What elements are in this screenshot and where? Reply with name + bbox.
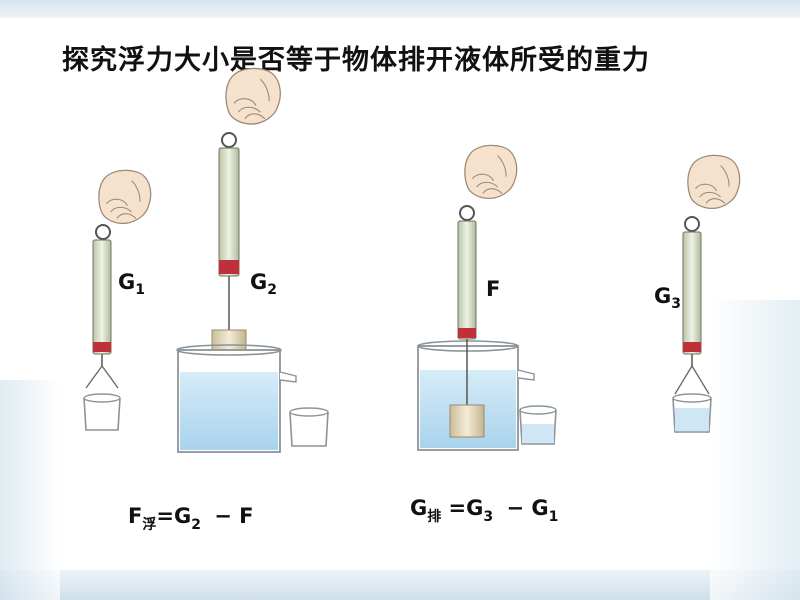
slide-title: 探究浮力大小是否等于物体排开液体所受的重力 xyxy=(62,45,650,76)
scale-stripe xyxy=(458,328,476,338)
catch-cup-water xyxy=(522,424,554,443)
scale-ring xyxy=(95,224,111,240)
spout xyxy=(279,371,297,383)
setup-object-submerged xyxy=(417,144,557,451)
spring-scale xyxy=(92,239,112,355)
cup-hanger xyxy=(85,365,119,389)
small-cup xyxy=(83,397,121,431)
setup-object-weighed xyxy=(176,67,329,453)
spring-scale xyxy=(682,231,702,355)
background-left-decoration xyxy=(0,380,60,600)
scale-ring xyxy=(684,216,700,232)
label-f: F xyxy=(486,277,501,301)
beaker-water xyxy=(180,372,278,450)
hand-icon xyxy=(225,67,281,125)
background-top-band xyxy=(0,0,800,18)
spring-scale xyxy=(218,147,240,277)
hand-icon xyxy=(687,154,741,210)
test-object xyxy=(449,404,485,438)
formula-buoyancy: F浮=G2 − F xyxy=(128,504,254,533)
scale-stripe xyxy=(93,342,111,352)
hand-icon xyxy=(464,144,518,200)
cup-water xyxy=(675,408,709,431)
scale-stripe xyxy=(683,342,701,352)
formula-displaced-weight: G排 =G3 − G1 xyxy=(410,496,559,525)
label-g3: G3 xyxy=(654,284,681,312)
hand-icon xyxy=(98,169,152,225)
scale-ring xyxy=(459,205,475,221)
setup-empty-cup xyxy=(83,169,152,431)
catch-cup xyxy=(289,411,329,447)
spring-scale xyxy=(457,220,477,340)
cup-hanger xyxy=(674,365,710,395)
setup-cup-with-water xyxy=(672,154,741,433)
scale-ring xyxy=(221,132,237,148)
label-g1: G1 xyxy=(118,270,145,298)
label-g2: G2 xyxy=(250,270,277,298)
scale-stripe xyxy=(219,260,239,274)
spout xyxy=(517,369,535,381)
background-right-decoration xyxy=(710,300,800,600)
background-bottom-band xyxy=(0,570,800,600)
